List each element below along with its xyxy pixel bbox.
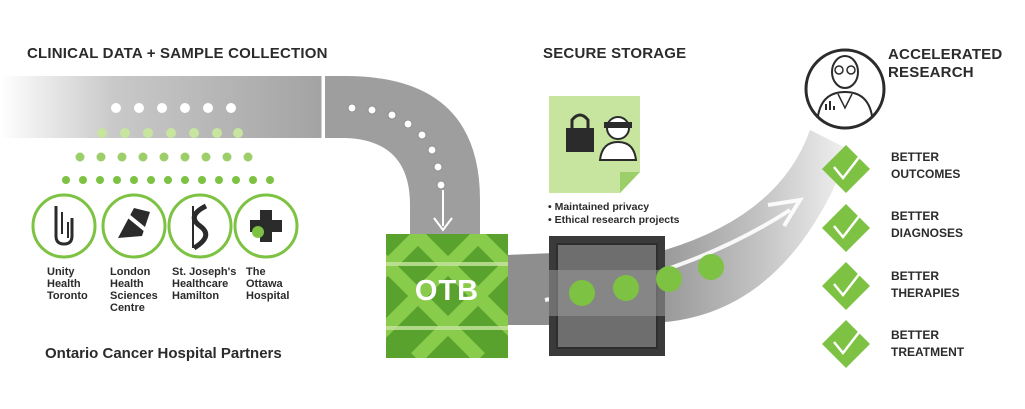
storage-band [505,253,555,325]
storage-bullet-privacy: • Maintained privacy [548,201,650,213]
partner-label-ottawa: The Ottawa Hospital [246,266,290,302]
partner-label-lhsc: London Health Sciences Centre [110,266,158,314]
curve-dots [347,103,446,190]
unity-health-logo [31,193,97,259]
outcome-label-therapies: BETTER THERAPIES [891,269,960,300]
outcome-check-icon-3 [822,262,870,310]
arrow-head [767,197,804,228]
storage-bullet-ethics: • Ethical research projects [548,214,680,226]
outcome-check-icon-1 [822,145,870,193]
outcome-label-outcomes: BETTER OUTCOMES [891,150,961,181]
otb-box [386,234,508,358]
storage-box [549,236,665,356]
ottawa-hospital-logo [233,193,299,259]
storage-heading: SECURE STORAGE [543,45,687,62]
flow-dots [569,254,724,306]
researcher-avatar-icon [804,48,886,130]
st-josephs-logo [167,193,233,259]
research-heading: ACCELERATED RESEARCH [888,46,1003,81]
outcome-check-icon-2 [822,204,870,252]
partner-label-st-josephs: St. Joseph's Healthcare Hamilton [172,266,237,302]
research-band [665,130,850,322]
partners-caption: Ontario Cancer Hospital Partners [45,345,282,362]
collection-dots [62,103,274,184]
outcome-label-treatment: BETTER TREATMENT [891,328,965,359]
privacy-document-icon [549,96,640,193]
outcome-check-icon-4 [822,320,870,368]
collection-heading: CLINICAL DATA + SAMPLE COLLECTION [27,45,328,62]
lhsc-logo [101,193,167,259]
outcome-label-diagnoses: BETTER DIAGNOSES [891,209,964,240]
partner-label-unity: Unity Health Toronto [47,266,88,302]
curved-band [325,76,480,240]
otb-label: OTB [414,275,480,307]
